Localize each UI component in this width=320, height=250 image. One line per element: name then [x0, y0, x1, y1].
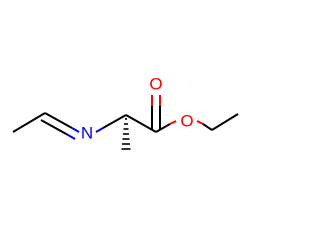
atom-label-carbonyl-oxygen: O: [149, 75, 162, 94]
bond-ch3-ch: [12, 112, 46, 133]
atom-label-nitrogen: N: [81, 124, 93, 143]
bond-ch-n-blue-b: [67, 134, 76, 140]
ethyl-ethylideneaminopropanoate-structure: N O O: [12, 75, 239, 150]
bond-ccarbonyl-oester-red: [169, 120, 177, 125]
bond-ccarbonyl-oester: [155, 123, 171, 133]
bond-ch-n-blue-a: [71, 127, 80, 133]
bond-ch-n-double-b: [40, 119, 69, 136]
stereo-hashed-wedge: [121, 118, 131, 150]
bond-n-calpha-blue: [95, 127, 104, 133]
bond-ch-n-double-a: [44, 112, 73, 129]
bond-ch2-ch3: [211, 113, 239, 131]
bond-n-calpha: [102, 114, 127, 129]
atom-label-ester-oxygen: O: [180, 112, 193, 131]
bond-oester-ch2-red: [196, 120, 204, 125]
bond-oester-ch2: [202, 123, 213, 131]
